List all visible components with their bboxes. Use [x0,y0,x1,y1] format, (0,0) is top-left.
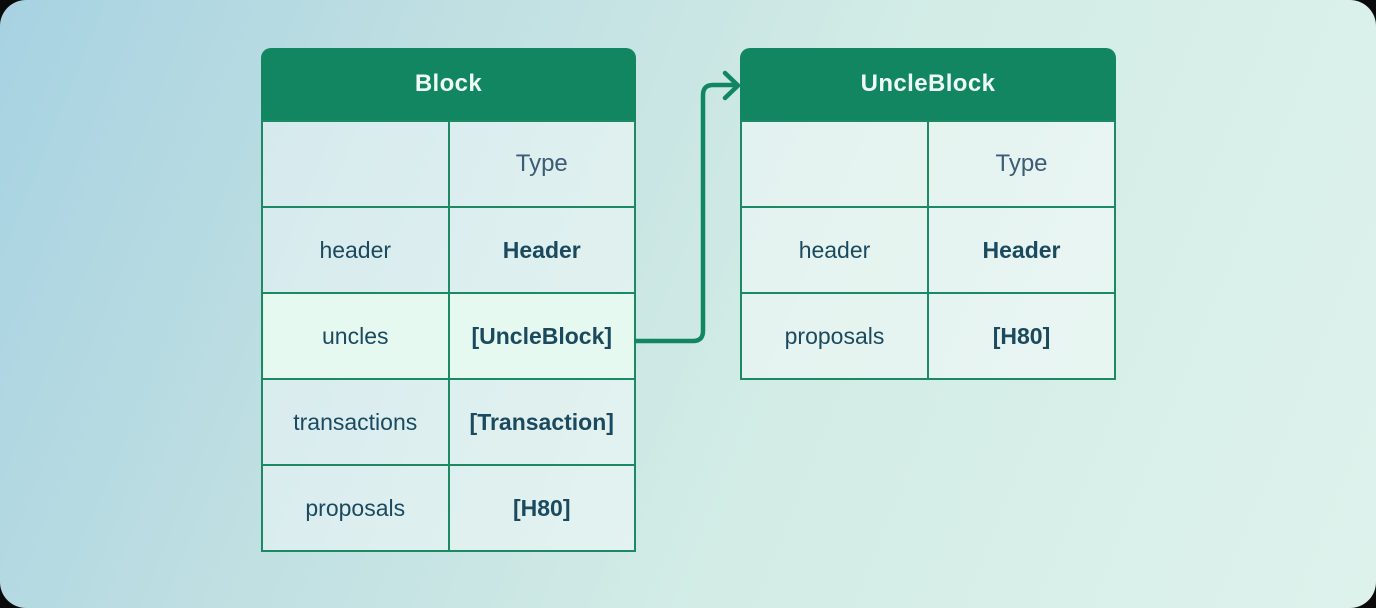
table-header-row: Type [740,120,1116,208]
empty-header-cell [261,120,450,208]
entity-table-block: Block Type header Header uncles [UncleBl… [261,48,636,552]
type-column-header: Type [927,120,1116,208]
field-cell: uncles [261,292,450,380]
field-cell: proposals [740,292,929,380]
table-row-highlighted: uncles [UncleBlock] [261,292,636,380]
table-row: transactions [Transaction] [261,378,636,466]
table-row: proposals [H80] [740,292,1116,380]
type-column-header: Type [447,120,636,208]
field-cell: transactions [261,378,450,466]
type-cell: [H80] [447,464,636,552]
empty-header-cell [740,120,929,208]
connector-line [634,82,736,344]
entity-grid-block: Type header Header uncles [UncleBlock] t… [261,120,636,552]
type-cell: [H80] [927,292,1116,380]
field-cell: header [261,206,450,294]
field-cell: header [740,206,929,294]
table-row: proposals [H80] [261,464,636,552]
table-row: header Header [740,206,1116,294]
table-header-row: Type [261,120,636,208]
entity-title-uncleblock: UncleBlock [740,48,1116,120]
type-cell: [Transaction] [447,378,636,466]
entity-grid-uncleblock: Type header Header proposals [H80] [740,120,1116,380]
arrowhead-icon [722,70,741,101]
table-row: header Header [261,206,636,294]
type-cell: Header [927,206,1116,294]
field-cell: proposals [261,464,450,552]
connector-arrow [634,70,741,344]
entity-title-block: Block [261,48,636,120]
type-cell: [UncleBlock] [447,292,636,380]
type-cell: Header [447,206,636,294]
entity-table-uncleblock: UncleBlock Type header Header proposals … [740,48,1116,380]
